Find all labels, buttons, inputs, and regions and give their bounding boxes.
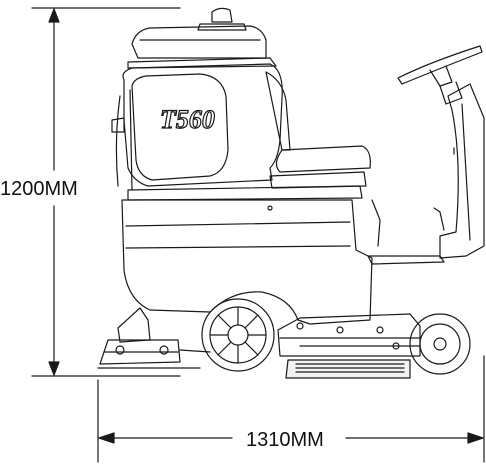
brush-deck xyxy=(285,359,411,379)
footboard xyxy=(367,199,445,265)
side-handle xyxy=(111,89,133,191)
width-dimension-label: 1310MM xyxy=(238,430,332,450)
beacon-light xyxy=(197,7,247,31)
upper-hood xyxy=(127,25,277,69)
rear-wheel xyxy=(409,313,471,375)
lower-chassis xyxy=(277,313,421,357)
model-logo: T560 xyxy=(160,105,215,134)
squeegee-assembly xyxy=(97,307,211,369)
main-body xyxy=(121,63,373,325)
dimension-lines xyxy=(31,7,485,463)
drive-wheel xyxy=(201,298,275,372)
steering-assembly xyxy=(397,45,485,259)
seat xyxy=(265,71,371,189)
height-dimension-label: 1200MM xyxy=(0,177,78,201)
